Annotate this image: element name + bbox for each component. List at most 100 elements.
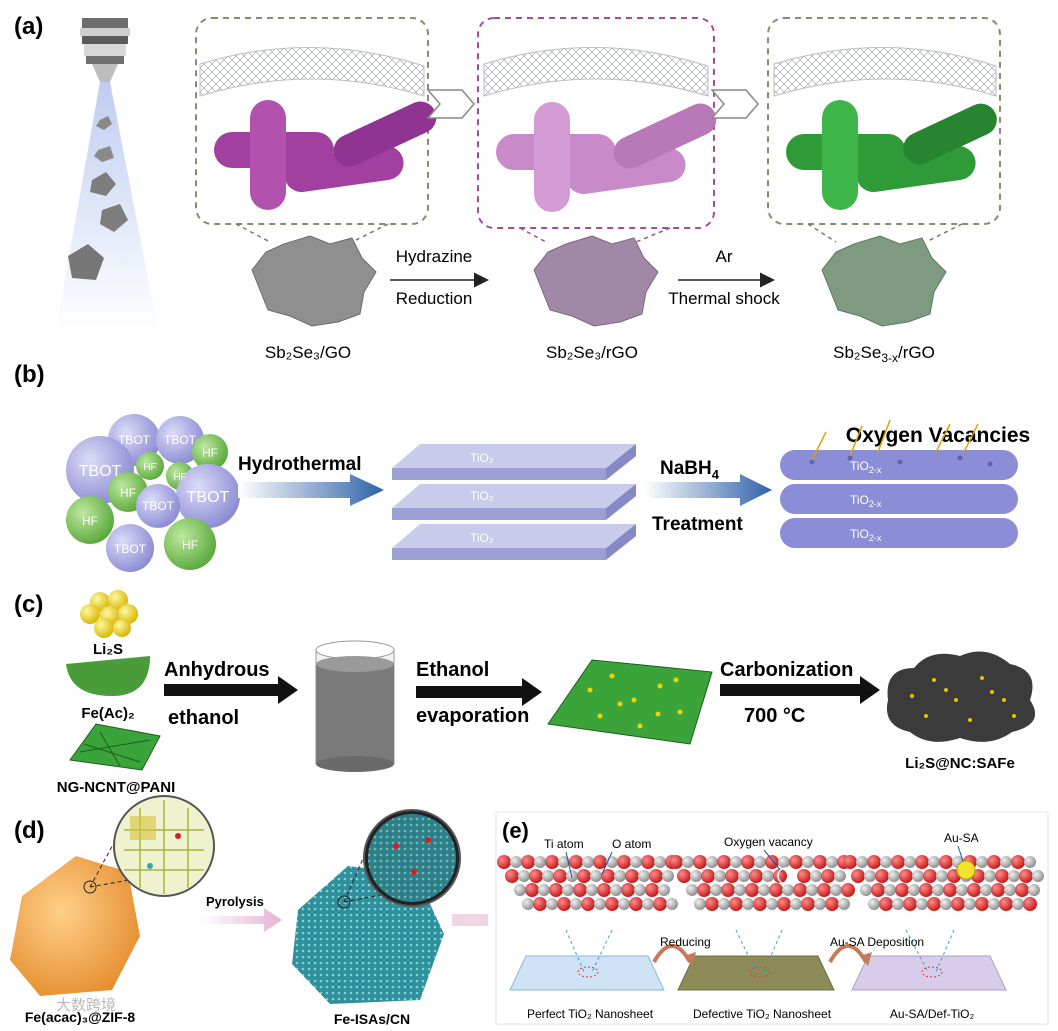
titanium-atom [1028, 884, 1040, 896]
step-au-deposition: Au-SA Deposition [830, 935, 924, 949]
oxygen-atom [525, 883, 539, 897]
tio2x-stack [780, 450, 1018, 548]
oxygen-atom [817, 883, 831, 897]
titanium-atom [964, 898, 976, 910]
titanium-atom [590, 870, 602, 882]
tio2x-label-3: TiO2-x [850, 527, 882, 543]
green-composite-sheet [547, 659, 713, 745]
oxygen-atom [597, 883, 611, 897]
titanium-atom [1032, 870, 1044, 882]
svg-text:HF: HF [143, 462, 156, 473]
svg-text:HF: HF [82, 514, 98, 528]
oxygen-atom [725, 869, 739, 883]
panel-d: (d) Pyrolysis Fe(acac)₃@ZIF-8 Fe-ISAs/CN… [10, 795, 488, 1027]
oxygen-atom [1015, 883, 1029, 897]
titanium-atom [666, 898, 678, 910]
oxygen-atom [821, 869, 835, 883]
titanium-atom [614, 870, 626, 882]
tio2-label-2: TiO₂ [470, 489, 494, 503]
step-anhydrous: Anhydrous [164, 659, 270, 681]
titanium-atom [694, 898, 706, 910]
oxygen-atom [801, 897, 815, 911]
titanium-atom [932, 884, 944, 896]
oxygen-atom [919, 883, 933, 897]
oxygen-atom [903, 897, 917, 911]
titanium-atom [830, 884, 842, 896]
label-au-sa: Au-SA [944, 831, 979, 845]
tio2-stack [392, 444, 636, 560]
titanium-atom [868, 898, 880, 910]
oxygen-atom [899, 869, 913, 883]
titanium-atom [810, 870, 822, 882]
oxygen-atom [577, 869, 591, 883]
sheet-au-sa [851, 955, 1007, 991]
oxygen-atom [943, 883, 957, 897]
titanium-atom [518, 870, 530, 882]
titanium-atom [618, 898, 630, 910]
titanium-atom [838, 898, 850, 910]
oxygen-atom [875, 869, 889, 883]
step-ethanol: ethanol [168, 707, 239, 729]
panel-a-label: (a) [14, 13, 43, 40]
titanium-atom [734, 884, 746, 896]
titanium-atom [778, 856, 790, 868]
titanium-atom [976, 856, 988, 868]
oxygen-atom [729, 897, 743, 911]
arrow-evaporation [416, 678, 542, 706]
titanium-atom [864, 870, 876, 882]
oxygen-atom [653, 897, 667, 911]
sheet-defective [677, 955, 835, 991]
ng-ncnt-sheet [69, 723, 161, 771]
step-reduction: Reduction [396, 289, 473, 308]
chevron-2 [710, 89, 759, 119]
titanium-atom [916, 898, 928, 910]
label-sb2se3-rgo: Sb₂Se₃/rGO [546, 343, 638, 362]
step-nabh4: NaBH4 [660, 458, 720, 482]
titanium-atom [912, 870, 924, 882]
oxygen-atom [753, 897, 767, 911]
titanium-atom [706, 856, 718, 868]
svg-text:TBOT: TBOT [79, 463, 122, 480]
label-defective-sheet: Defective TiO₂ Nanosheet [693, 1007, 832, 1021]
titanium-atom [1024, 856, 1036, 868]
step-treatment: Treatment [652, 514, 743, 535]
oxygen-atom [641, 855, 655, 869]
oxygen-atom [621, 883, 635, 897]
zoom-lines [235, 223, 963, 243]
oxygen-atom [705, 897, 719, 911]
titanium-atom [690, 870, 702, 882]
titanium-atom [880, 856, 892, 868]
fe-ac-sheet [66, 656, 150, 696]
titanium-atom [766, 898, 778, 910]
microsphere-defective [821, 235, 947, 327]
watermark: 大数跨境 [56, 996, 116, 1014]
titanium-atom [686, 884, 698, 896]
oxygen-atom [669, 855, 683, 869]
label-perfect-sheet: Perfect TiO₂ Nanosheet [527, 1007, 654, 1021]
titanium-atom [790, 898, 802, 910]
titanium-atom [610, 884, 622, 896]
titanium-atom [514, 884, 526, 896]
titanium-atom [718, 898, 730, 910]
oxygen-atom [505, 869, 519, 883]
titanium-atom [928, 856, 940, 868]
titanium-atom [988, 898, 1000, 910]
titanium-atom [542, 870, 554, 882]
titanium-atom [860, 884, 872, 896]
oxygen-atom [987, 855, 1001, 869]
svg-text:TBOT: TBOT [187, 489, 230, 506]
label-fe-ac: Fe(Ac)₂ [81, 705, 134, 722]
vacancy-arrows [811, 419, 979, 461]
product-cloud [886, 651, 1036, 742]
oxygen-atom [749, 869, 763, 883]
titanium-atom [546, 898, 558, 910]
step-evaporation: evaporation [416, 705, 529, 727]
oxygen-atom [789, 855, 803, 869]
oxygen-atom [549, 883, 563, 897]
titanium-atom [936, 870, 948, 882]
tio2-label-1: TiO₂ [470, 451, 494, 465]
oxygen-atom [825, 897, 839, 911]
titanium-atom [758, 884, 770, 896]
step-thermal-shock: Thermal shock [668, 289, 780, 308]
oxygen-atom [497, 855, 511, 869]
